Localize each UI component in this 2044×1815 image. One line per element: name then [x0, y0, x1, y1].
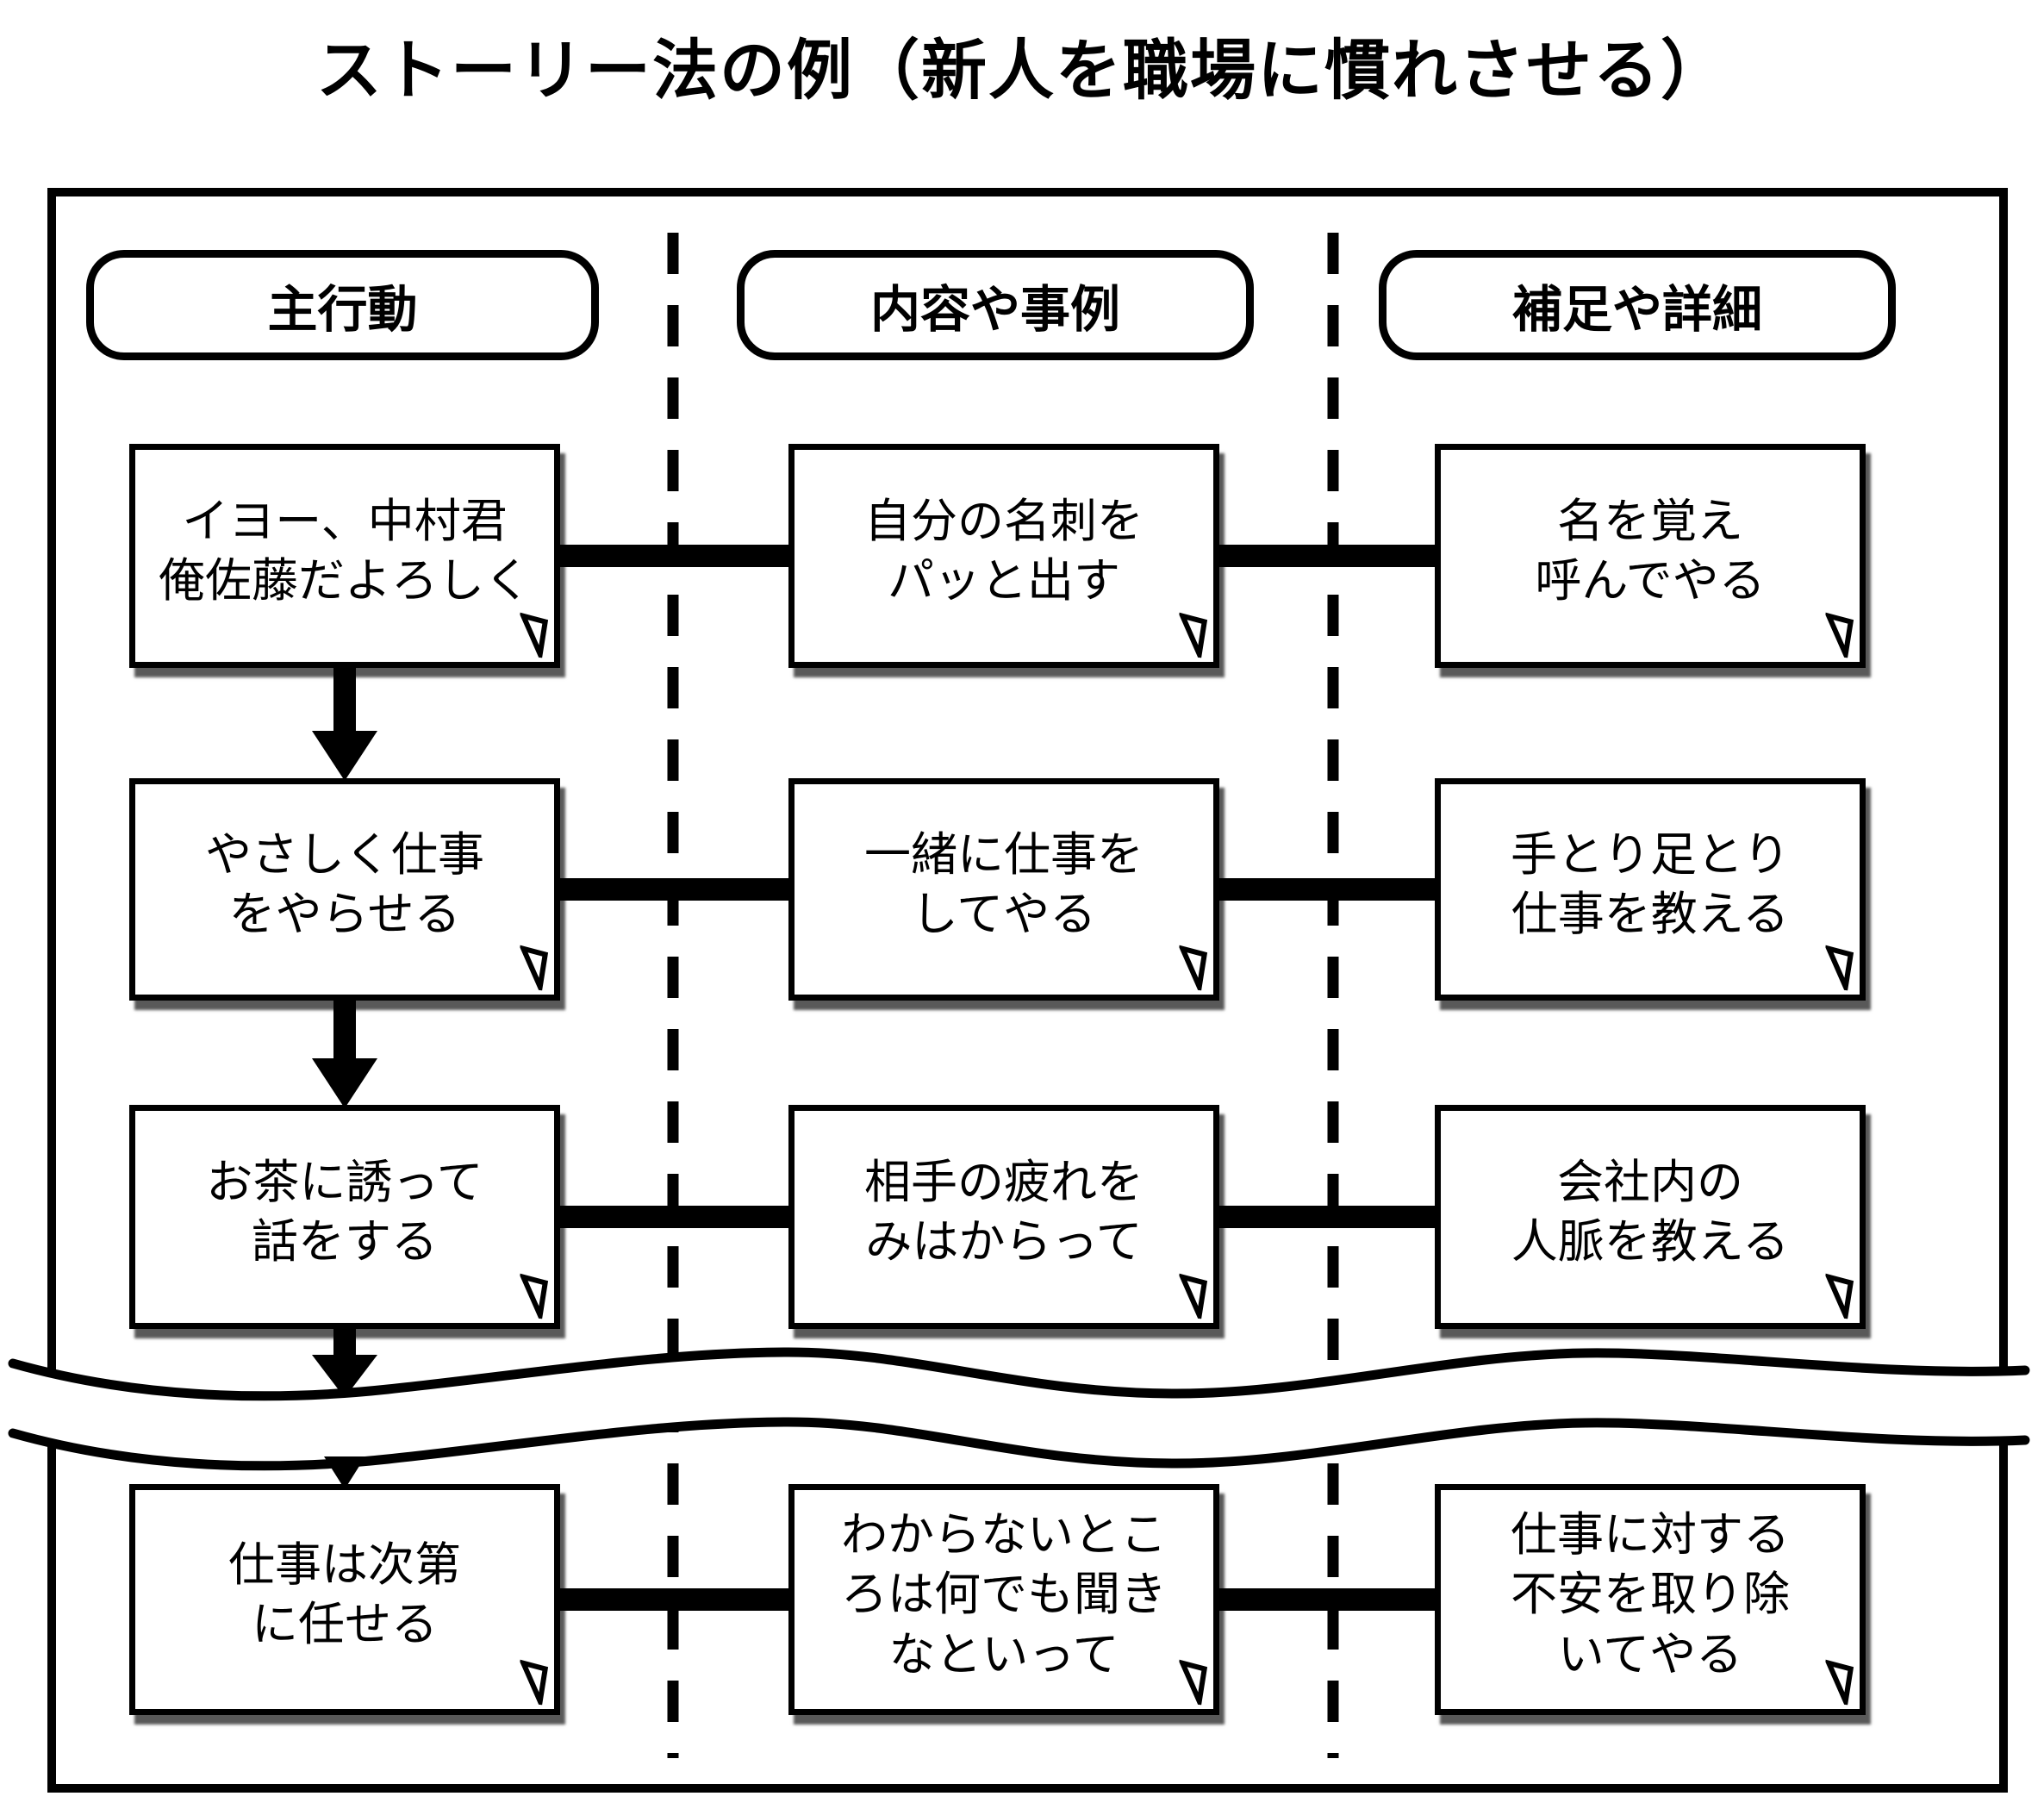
flow-box-r2-supplement: 手とり足とり 仕事を教える: [1435, 778, 1866, 1001]
page-curl-icon: [519, 945, 549, 991]
box-text-line: 会社内の: [1556, 1156, 1743, 1208]
box-text: 会社内の 人脈を教える: [1511, 1153, 1789, 1281]
flow-box-r4-supplement: 仕事に対する 不安を取り除 いてやる: [1435, 1484, 1866, 1715]
column-header-label: 主行動: [267, 282, 418, 338]
box-text-line: イヨー、中村君: [182, 495, 508, 547]
box-text-line: いてやる: [1557, 1628, 1743, 1681]
box-text-line: 俺佐藤だよろしく: [159, 555, 531, 607]
box-text-line: をやらせる: [228, 889, 461, 940]
page-curl-icon: [1178, 1273, 1208, 1319]
box-text-line: 相手の疲れを: [864, 1156, 1144, 1208]
box-text-line: 人脈を教える: [1511, 1216, 1790, 1268]
box-text: わからないとこ ろは何でも聞き なといって: [841, 1506, 1167, 1693]
page-curl-icon: [1824, 945, 1854, 991]
box-text: やさしく仕事 をやらせる: [205, 826, 484, 953]
box-text-line: ろは何でも聞き: [841, 1569, 1167, 1621]
box-text-line: お茶に誘って: [206, 1156, 483, 1208]
box-text-line: なといって: [888, 1628, 1119, 1681]
box-text: 手とり足とり 仕事を教える: [1511, 826, 1790, 953]
box-text-line: 呼んでやる: [1535, 555, 1766, 607]
box-text-line: 不安を取り除: [1511, 1569, 1790, 1621]
box-text-line: 話をする: [252, 1216, 438, 1268]
page-curl-icon: [519, 612, 549, 658]
box-text-line: 一緒に仕事を: [864, 828, 1144, 881]
box-text-line: 自分の名刺を: [864, 495, 1144, 547]
column-header-content-examples: 内容や事例: [737, 250, 1254, 360]
box-text-line: に任せる: [252, 1599, 438, 1650]
box-text-line: 名を覚え: [1557, 495, 1743, 547]
box-text: 仕事は次第 に任せる: [228, 1536, 461, 1663]
page-curl-icon: [1824, 612, 1854, 658]
flow-box-r3-supplement: 会社内の 人脈を教える: [1435, 1105, 1866, 1329]
page-curl-icon: [1178, 945, 1208, 991]
box-text-line: パッと出す: [888, 555, 1120, 607]
flow-box-r1-main-action: イヨー、中村君 俺佐藤だよろしく: [129, 444, 560, 668]
box-text-line: 仕事に対する: [1511, 1509, 1790, 1562]
box-text: 仕事に対する 不安を取り除 いてやる: [1511, 1506, 1790, 1693]
box-text: イヨー、中村君 俺佐藤だよろしく: [159, 492, 531, 620]
flow-box-r1-supplement: 名を覚え 呼んでやる: [1435, 444, 1866, 668]
flow-box-r3-main-action: お茶に誘って 話をする: [129, 1105, 560, 1329]
flow-box-r2-main-action: やさしく仕事 をやらせる: [129, 778, 560, 1001]
column-header-label: 補足や詳細: [1511, 282, 1762, 338]
box-text: お茶に誘って 話をする: [206, 1153, 483, 1281]
box-text: 相手の疲れを みはからって: [864, 1153, 1144, 1281]
flow-box-r3-content: 相手の疲れを みはからって: [788, 1105, 1219, 1329]
box-text-line: 仕事は次第: [228, 1538, 461, 1591]
column-header-main-action: 主行動: [86, 250, 599, 360]
column-header-supplement-details: 補足や詳細: [1379, 250, 1896, 360]
box-text: 自分の名刺を パッと出す: [864, 492, 1144, 620]
flow-box-r4-main-action: 仕事は次第 に任せる: [129, 1484, 560, 1715]
page-curl-icon: [1824, 1273, 1854, 1319]
page-curl-icon: [1178, 1659, 1208, 1706]
flow-box-r4-content: わからないとこ ろは何でも聞き なといって: [788, 1484, 1219, 1715]
page-curl-icon: [1824, 1659, 1854, 1706]
box-text-line: 手とり足とり: [1511, 828, 1790, 881]
page-curl-icon: [519, 1273, 549, 1319]
box-text-line: 仕事を教える: [1511, 889, 1790, 940]
page-title: ストーリー法の例（新人を職場に慣れさせる）: [316, 34, 1728, 108]
flow-box-r1-content: 自分の名刺を パッと出す: [788, 444, 1219, 668]
flow-box-r2-content: 一緒に仕事を してやる: [788, 778, 1219, 1001]
box-text-line: みはからって: [865, 1216, 1143, 1268]
box-text-line: してやる: [911, 889, 1097, 940]
page-curl-icon: [1178, 612, 1208, 658]
box-text-line: わからないとこ: [841, 1509, 1167, 1562]
box-text: 名を覚え 呼んでやる: [1535, 492, 1765, 620]
box-text-line: やさしく仕事: [205, 828, 484, 881]
column-header-label: 内容や事例: [869, 282, 1120, 338]
box-text: 一緒に仕事を してやる: [864, 826, 1144, 953]
page-curl-icon: [519, 1659, 549, 1706]
diagram-frame: [47, 188, 2008, 1793]
